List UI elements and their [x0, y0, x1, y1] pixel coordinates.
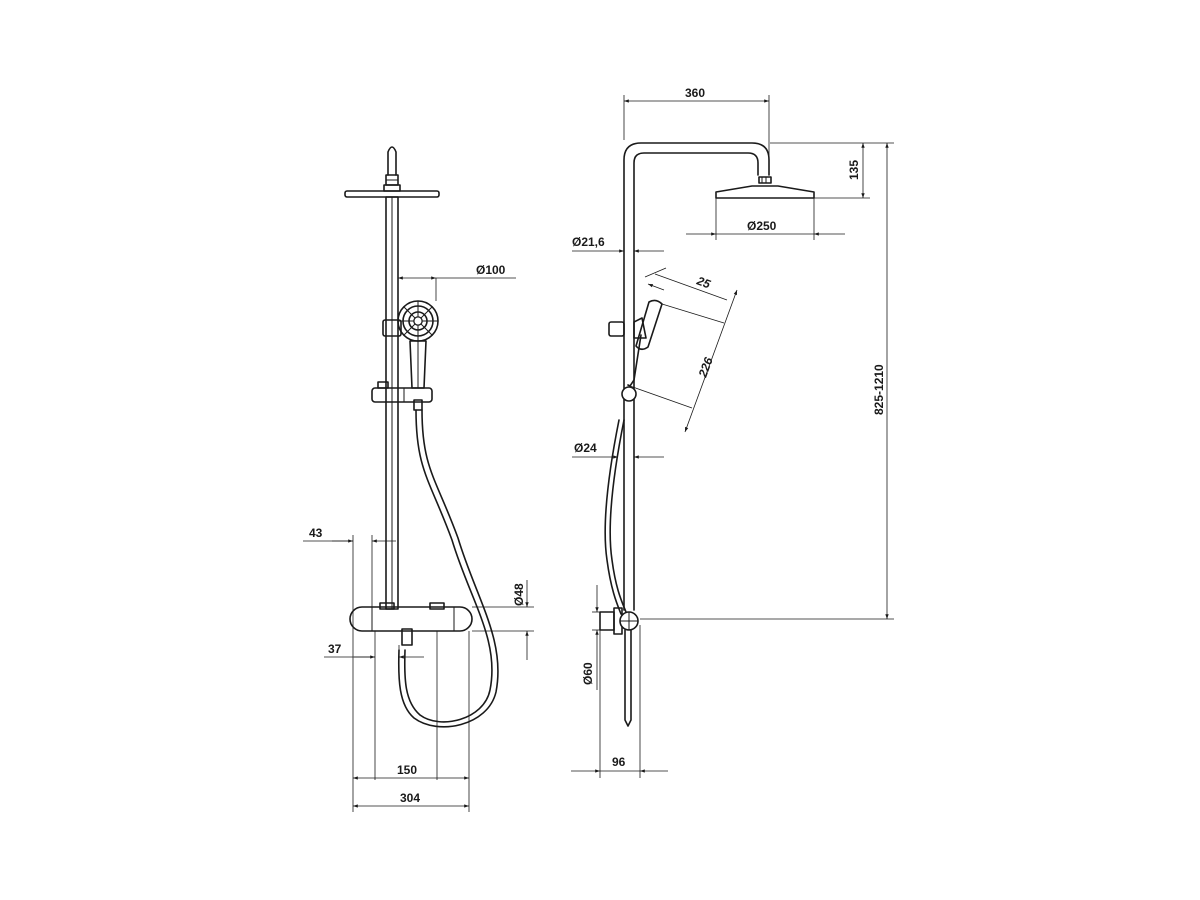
handshower-head-front: [397, 300, 439, 342]
dim-overhead-diameter: Ø250: [686, 198, 845, 240]
overhead-arm-tip: [387, 146, 397, 176]
sliding-holder: [371, 387, 433, 403]
handshower-holder-side: [608, 321, 625, 337]
dim-pipe-upper-diameter: Ø21,6: [572, 235, 664, 253]
dim-handshower-width-label: 25: [694, 273, 713, 291]
shower-hose: [403, 409, 493, 723]
dim-head-diameter-label: Ø100: [476, 263, 506, 277]
mixer-side-body: [599, 611, 615, 631]
dim-height-range: 825-1210: [640, 143, 894, 620]
dim-overhead-diameter-label: Ø250: [747, 219, 777, 233]
dim-mixer-diameter: Ø48: [472, 580, 534, 660]
dim-head-drop-label: 135: [847, 160, 861, 180]
dim-handshower-length-label: 226: [695, 355, 715, 380]
dim-mixer-body-diameter: Ø60: [581, 585, 608, 690]
dim-head-diameter: Ø100: [398, 263, 516, 301]
pipe-joint: [621, 386, 637, 402]
mixer-outlet: [401, 628, 413, 646]
dim-height-range-label: 825-1210: [872, 364, 886, 415]
dim-outlet-offset: 37: [324, 631, 424, 780]
dim-inlet-spacing-label: 150: [397, 763, 417, 777]
side-view: 360 135 Ø250 Ø21,6: [571, 86, 894, 778]
overhead-arm: [623, 142, 770, 611]
dim-pipe-upper-diameter-label: Ø21,6: [572, 235, 605, 249]
front-view: Ø100 43 Ø48 37: [303, 146, 534, 812]
dim-pipe-lower-diameter-label: Ø24: [574, 441, 597, 455]
dim-wall-projection-label: 96: [612, 755, 626, 769]
dim-mixer-diameter-label: Ø48: [512, 583, 526, 606]
thermostatic-mixer: [349, 606, 473, 632]
handshower-holder-upper: [382, 319, 402, 337]
dim-mixer-body-diameter-label: Ø60: [581, 662, 595, 685]
dim-pipe-lower-diameter: Ø24: [572, 441, 664, 459]
dim-arm-length: 360: [623, 86, 770, 175]
dim-wall-offset: 43: [303, 526, 396, 812]
shower-hose-side: [609, 419, 627, 613]
dim-wall-offset-label: 43: [309, 526, 323, 540]
dim-overall-width: 304: [353, 791, 469, 808]
dim-inlet-spacing: 150: [353, 631, 470, 812]
dim-handshower-width: 25: [644, 267, 728, 324]
overhead-shower-plate: [344, 190, 440, 198]
dim-handshower-length: 226: [629, 289, 738, 433]
dim-head-drop: 135: [770, 142, 894, 199]
dim-wall-projection: 96: [571, 625, 668, 778]
dim-arm-length-label: 360: [685, 86, 705, 100]
dim-overall-width-label: 304: [400, 791, 420, 805]
overhead-shower-side: [715, 185, 815, 199]
dim-outlet-offset-label: 37: [328, 642, 342, 656]
